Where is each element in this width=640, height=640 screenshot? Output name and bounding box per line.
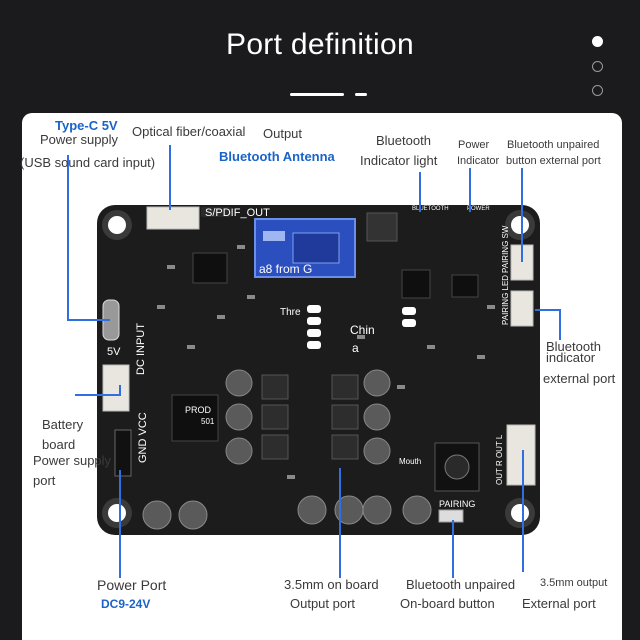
power-indicator-label-2: Indicator <box>457 155 500 167</box>
title-underline <box>290 93 344 96</box>
silk-pairing: PAIRING <box>439 499 476 509</box>
typec-connector <box>102 299 120 341</box>
title-underline-dash <box>355 93 367 96</box>
power-terminal <box>114 429 132 477</box>
mount-hole-br <box>505 498 535 528</box>
silk-spdif: S/PDIF_OUT <box>205 207 270 219</box>
silk-power: POWER <box>467 206 490 212</box>
battery-label-3: Power supply <box>33 453 112 468</box>
optical-output-label: Output <box>263 126 303 141</box>
mount-hole-tl <box>102 210 132 240</box>
silk-prod: PROD <box>185 405 212 415</box>
power-port-label-1: Power Port <box>97 577 167 593</box>
inductor-prod <box>171 394 219 442</box>
overlay-thre: Thre <box>280 307 301 318</box>
pairing-led-connector <box>510 290 534 327</box>
power-port-label-2: DC9-24V <box>101 597 151 611</box>
mount-hole-tr <box>505 210 535 240</box>
jack-label-1: 3.5mm on board <box>284 577 379 592</box>
pairing-sw-connector <box>510 244 534 281</box>
overlay-module-text: a8 from G <box>259 262 313 276</box>
silk-pairing-sw: PAIRING SW <box>501 225 510 273</box>
bt-button-label-2: On-board button <box>400 596 495 611</box>
jack-label-2: Output port <box>290 596 356 611</box>
spdif-connector <box>146 206 200 230</box>
typec-line2: Power supply <box>40 132 119 147</box>
bt-indicator-label-1: Bluetooth <box>376 133 431 148</box>
bt-indicator-label-2: Indicator light <box>360 153 438 168</box>
silk-prod-num: 501 <box>201 417 215 426</box>
pcb-artwork <box>102 206 536 530</box>
typec-line3: (USB sound card input) <box>20 155 156 170</box>
optical-label: Optical fiber/coaxial <box>132 124 246 139</box>
silk-5v: 5V <box>107 346 121 358</box>
carousel-dot-2[interactable] <box>592 61 603 72</box>
mount-hole-bl <box>102 498 132 528</box>
ext-out-label-2: External port <box>522 596 596 611</box>
battery-label-1: Battery <box>42 417 84 432</box>
power-indicator-label-1: Power <box>458 139 490 151</box>
battery-label-2: board <box>42 437 76 452</box>
carousel-dot-1[interactable] <box>592 36 603 47</box>
out-connector <box>506 424 536 486</box>
bt-unpaired-ext-label-1: Bluetooth unpaired <box>507 139 600 151</box>
pcb-board: S/PDIF_OUT 5V DC INPUT GND VCC PROD 501 … <box>97 205 540 535</box>
bt-antenna-label: Bluetooth Antenna <box>219 149 335 164</box>
typec-title: Type-C 5V <box>55 118 118 133</box>
bt-unpaired-ext-label-2: button external port <box>506 155 601 167</box>
chip-2 <box>401 269 431 299</box>
overlay-chin-2: a <box>352 341 359 355</box>
overlay-chin: Chin <box>350 323 375 337</box>
silk-gnd-vcc: GND VCC <box>137 412 149 463</box>
bt-indicator-ext-label-1: Bluetooth <box>546 339 601 354</box>
bt-indicator-ext-label-2: indicator <box>546 350 596 365</box>
battery-label-4: port <box>33 473 56 488</box>
pairing-button <box>438 509 464 523</box>
silk-out: OUT R OUT L <box>495 434 504 485</box>
ext-out-label-1: 3.5mm output <box>540 577 608 589</box>
chip-1 <box>192 252 228 284</box>
header-band: Port definition <box>0 0 640 112</box>
silk-pairing-led: PAIRING LED <box>501 274 510 325</box>
carousel-dot-3[interactable] <box>592 85 603 96</box>
bt-button-label-1: Bluetooth unpaired <box>406 577 516 592</box>
silk-mouth: Mouth <box>399 457 422 466</box>
silk-dc-input: DC INPUT <box>135 323 147 375</box>
silk-bluetooth: BLUETOOTH <box>412 206 449 212</box>
bt-indicator-ext-label-3: external port <box>543 371 616 386</box>
page-title: Port definition <box>226 28 414 61</box>
dc-input-connector <box>102 364 130 412</box>
